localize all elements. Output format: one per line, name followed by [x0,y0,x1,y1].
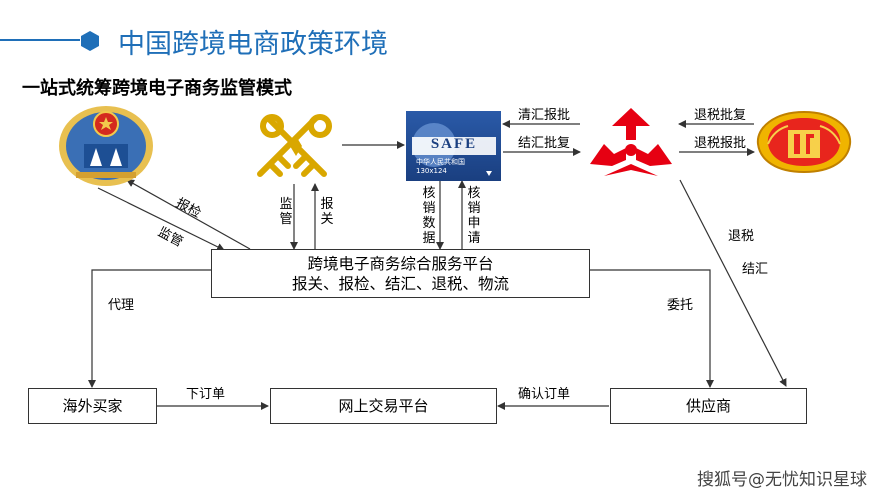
trade-platform-box: 网上交易平台 [270,388,497,424]
safe-logo-text: SAFE [430,136,478,152]
label-customs-declare: 报关 [320,197,334,227]
supplier-label: 供应商 [685,397,731,415]
page-title: 中国跨境电商政策环境 [118,29,388,60]
supplier-box: 供应商 [610,388,807,424]
label-customs-supervise: 监管 [279,197,293,227]
title-rule [0,39,80,41]
overseas-buyer-label: 海外买家 [62,397,123,415]
safe-logo: SAFE 中华人民共和国 130x124 [406,111,501,181]
label-refund-report: 退税报批 [694,136,747,151]
label-refund-approve: 退税批复 [694,108,747,123]
bank-logo [590,108,672,176]
trade-platform-label: 网上交易平台 [338,397,429,415]
platform-title: 跨境电子商务综合服务平台 [307,254,494,273]
platform-services: 报关、报检、结汇、退税、物流 [291,274,509,293]
label-verify-data: 核销数据 [422,186,436,246]
label-settle: 结汇 [742,262,769,277]
label-agent: 代理 [108,298,135,313]
label-tax-refund: 退税 [728,229,755,244]
label-confirm-order: 确认订单 [518,387,571,402]
label-settle-approve: 结汇批复 [518,136,571,151]
label-verify-apply: 核销申请 [467,186,481,246]
overseas-buyer-box: 海外买家 [28,388,157,424]
platform-box: 跨境电子商务综合服务平台 报关、报检、结汇、退税、物流 [211,249,590,298]
customs-key-logo [257,114,332,177]
label-clear-approve: 清汇报批 [518,108,571,123]
inspection-emblem-logo [59,106,153,186]
page-subtitle: 一站式统筹跨境电子商务监管模式 [22,78,292,99]
label-place-order: 下订单 [186,387,226,402]
watermark: 搜狐号@无忧知识星球 [697,470,867,490]
tax-bureau-logo [756,110,852,174]
safe-logo-caption: 中华人民共和国 [416,158,465,166]
hexagon-icon [81,31,99,51]
safe-logo-size: 130x124 [416,167,447,175]
label-entrust: 委托 [667,298,694,313]
globe-icon [412,123,496,176]
